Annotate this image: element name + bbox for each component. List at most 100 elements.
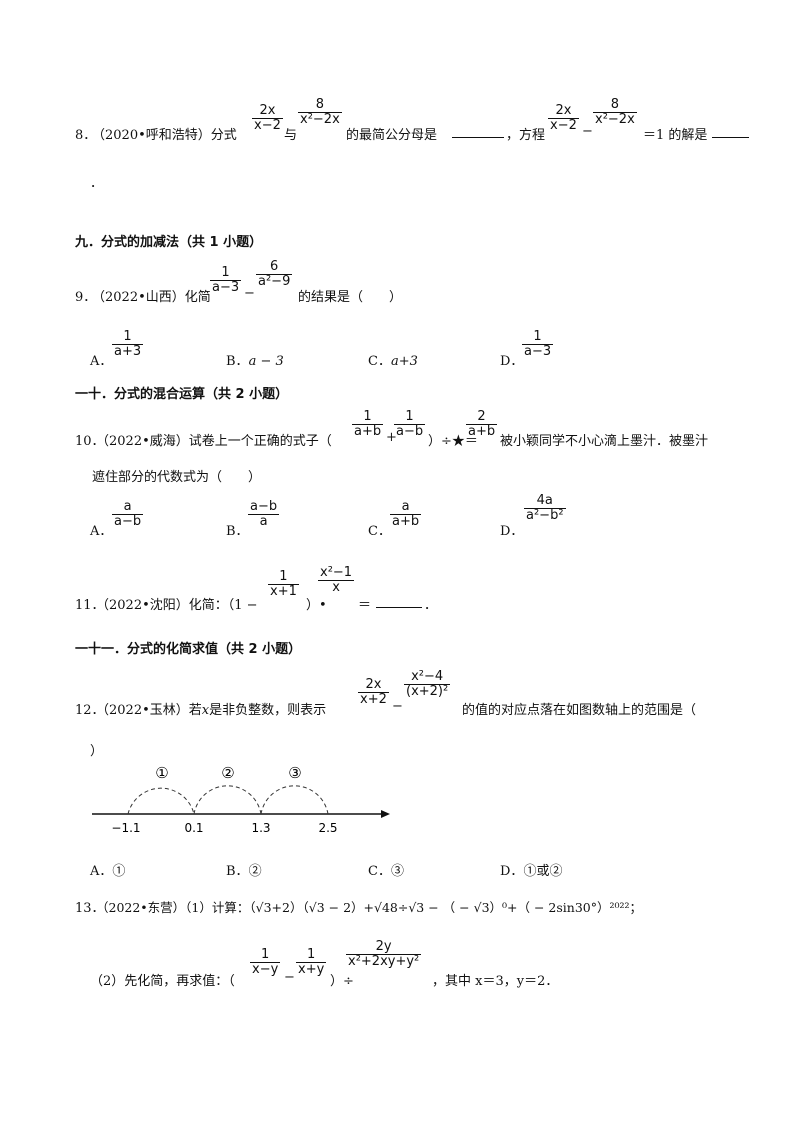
q9-option-a-label: A． [90, 354, 113, 369]
number-line-arrow [381, 810, 390, 818]
q10-source: （2022•威海）试卷上一个正确的式子（ [96, 434, 332, 449]
q9-option-c-label: C． [368, 354, 391, 369]
section-heading-11: 一十一．分式的化简求值（共 2 小题） [75, 642, 302, 657]
q12-source-post: 是非负整数，则表示 [209, 703, 327, 718]
q9-minus: − [244, 286, 255, 301]
q12-option-b-label: B． [226, 864, 249, 879]
q12-text-end: 的值的对应点落在如图数轴上的范围是（ [462, 703, 697, 718]
q12-option-b-text: ② [248, 864, 262, 879]
q13-part-1: （2022•东营）（1）计算：（√3+2）（√3 − 2）+√48÷√3 − （… [96, 900, 643, 915]
section-heading-9: 九．分式的加减法（共 1 小题） [75, 235, 263, 250]
q12-option-d[interactable]: D．①或② [500, 860, 562, 879]
q10-number: 10． [75, 434, 105, 449]
q12-option-a-text: ① [112, 864, 126, 879]
q9-option-b-label: B． [226, 354, 249, 369]
q11-equals: ＝ [358, 598, 372, 613]
section-heading-10: 一十．分式的混合运算（共 2 小题） [75, 387, 289, 402]
q12-option-c-text: ③ [390, 864, 404, 879]
q13-divide: ）÷ [330, 974, 354, 989]
tick-label-2: 0.1 [184, 821, 203, 835]
q12-option-d-text: ①或② [523, 864, 563, 879]
region-arc-2 [193, 785, 262, 815]
q8-text-mid: 的最简公分母是 [346, 128, 438, 143]
q9-option-d-label: D． [500, 354, 524, 369]
q12-number-line: ① ② ③ −1.1 0.1 1.3 2.5 [92, 764, 390, 835]
tick-label-4: 2.5 [318, 821, 337, 835]
q12-number: 12． [75, 703, 105, 718]
q9-option-c[interactable]: C．a+3 [368, 350, 418, 369]
q12-minus: − [392, 699, 403, 714]
region-arc-3 [260, 785, 329, 815]
q8-answer-blank-1[interactable] [452, 125, 504, 138]
q10-option-a-label: A． [90, 524, 113, 539]
q10-operator: ）÷★＝ [428, 434, 478, 449]
region-label-2: ② [221, 764, 234, 782]
q12-option-d-label: D． [500, 864, 524, 879]
q11-dot: ）• [306, 598, 327, 613]
q10-line-2: 遮住部分的代数式为（ ） [92, 470, 262, 485]
q9-number: 9． [75, 290, 97, 305]
q10-option-b-label: B． [226, 524, 249, 539]
region-label-1: ① [155, 764, 168, 782]
tick-label-3: 1.3 [251, 821, 270, 835]
q13-part-2-post: ，其中 x＝3，y＝2． [432, 974, 559, 989]
q11-number: 11． [75, 598, 105, 613]
q8-text-end: ＝1 的解是 [643, 128, 708, 143]
region-arc-1 [127, 787, 195, 815]
q10-text-end: 被小颖同学不小心滴上墨汁．被墨汁 [500, 434, 709, 449]
q8-number: 8． [75, 128, 97, 143]
q8-answer-blank-2[interactable] [712, 125, 749, 138]
q12-variable-x: x [201, 703, 210, 718]
q10-option-d-label: D． [500, 524, 524, 539]
q13-part-2-pre: （2）先化简，再求值：（ [90, 974, 235, 989]
q12-option-b[interactable]: B．② [226, 860, 262, 879]
q11-answer-blank[interactable] [376, 595, 422, 608]
q8-connector: 与 [284, 128, 298, 143]
q12-fraction-2: x²−4(x+2)² [404, 669, 451, 699]
q10-option-c-label: C． [368, 524, 391, 539]
q12-option-c[interactable]: C．③ [368, 860, 404, 879]
q9-source: （2022•山西）化简 [92, 290, 211, 305]
q9-option-c-text: a+3 [390, 354, 418, 369]
q10-plus: + [386, 430, 397, 445]
q8-minus: − [582, 124, 593, 139]
q12-option-a-label: A． [90, 864, 113, 879]
q9-option-b[interactable]: B．a − 3 [226, 350, 284, 369]
q12-source-pre: （2022•玉林）若 [96, 703, 202, 718]
q12-option-a[interactable]: A．① [90, 860, 125, 879]
q13-minus: − [284, 970, 295, 985]
tick-label-1: −1.1 [111, 821, 140, 835]
q12-source: （2022•玉林）若x是非负整数，则表示 [96, 699, 326, 718]
q12-line-2: ） [90, 744, 104, 759]
region-label-3: ③ [288, 764, 301, 782]
q9-option-b-text: a − 3 [248, 354, 284, 369]
q13-number: 13． [75, 901, 105, 916]
q9-text-end: 的结果是（ ） [298, 290, 403, 305]
q8-source: （2020•呼和浩特）分式 [92, 128, 237, 143]
q12-option-c-label: C． [368, 864, 391, 879]
